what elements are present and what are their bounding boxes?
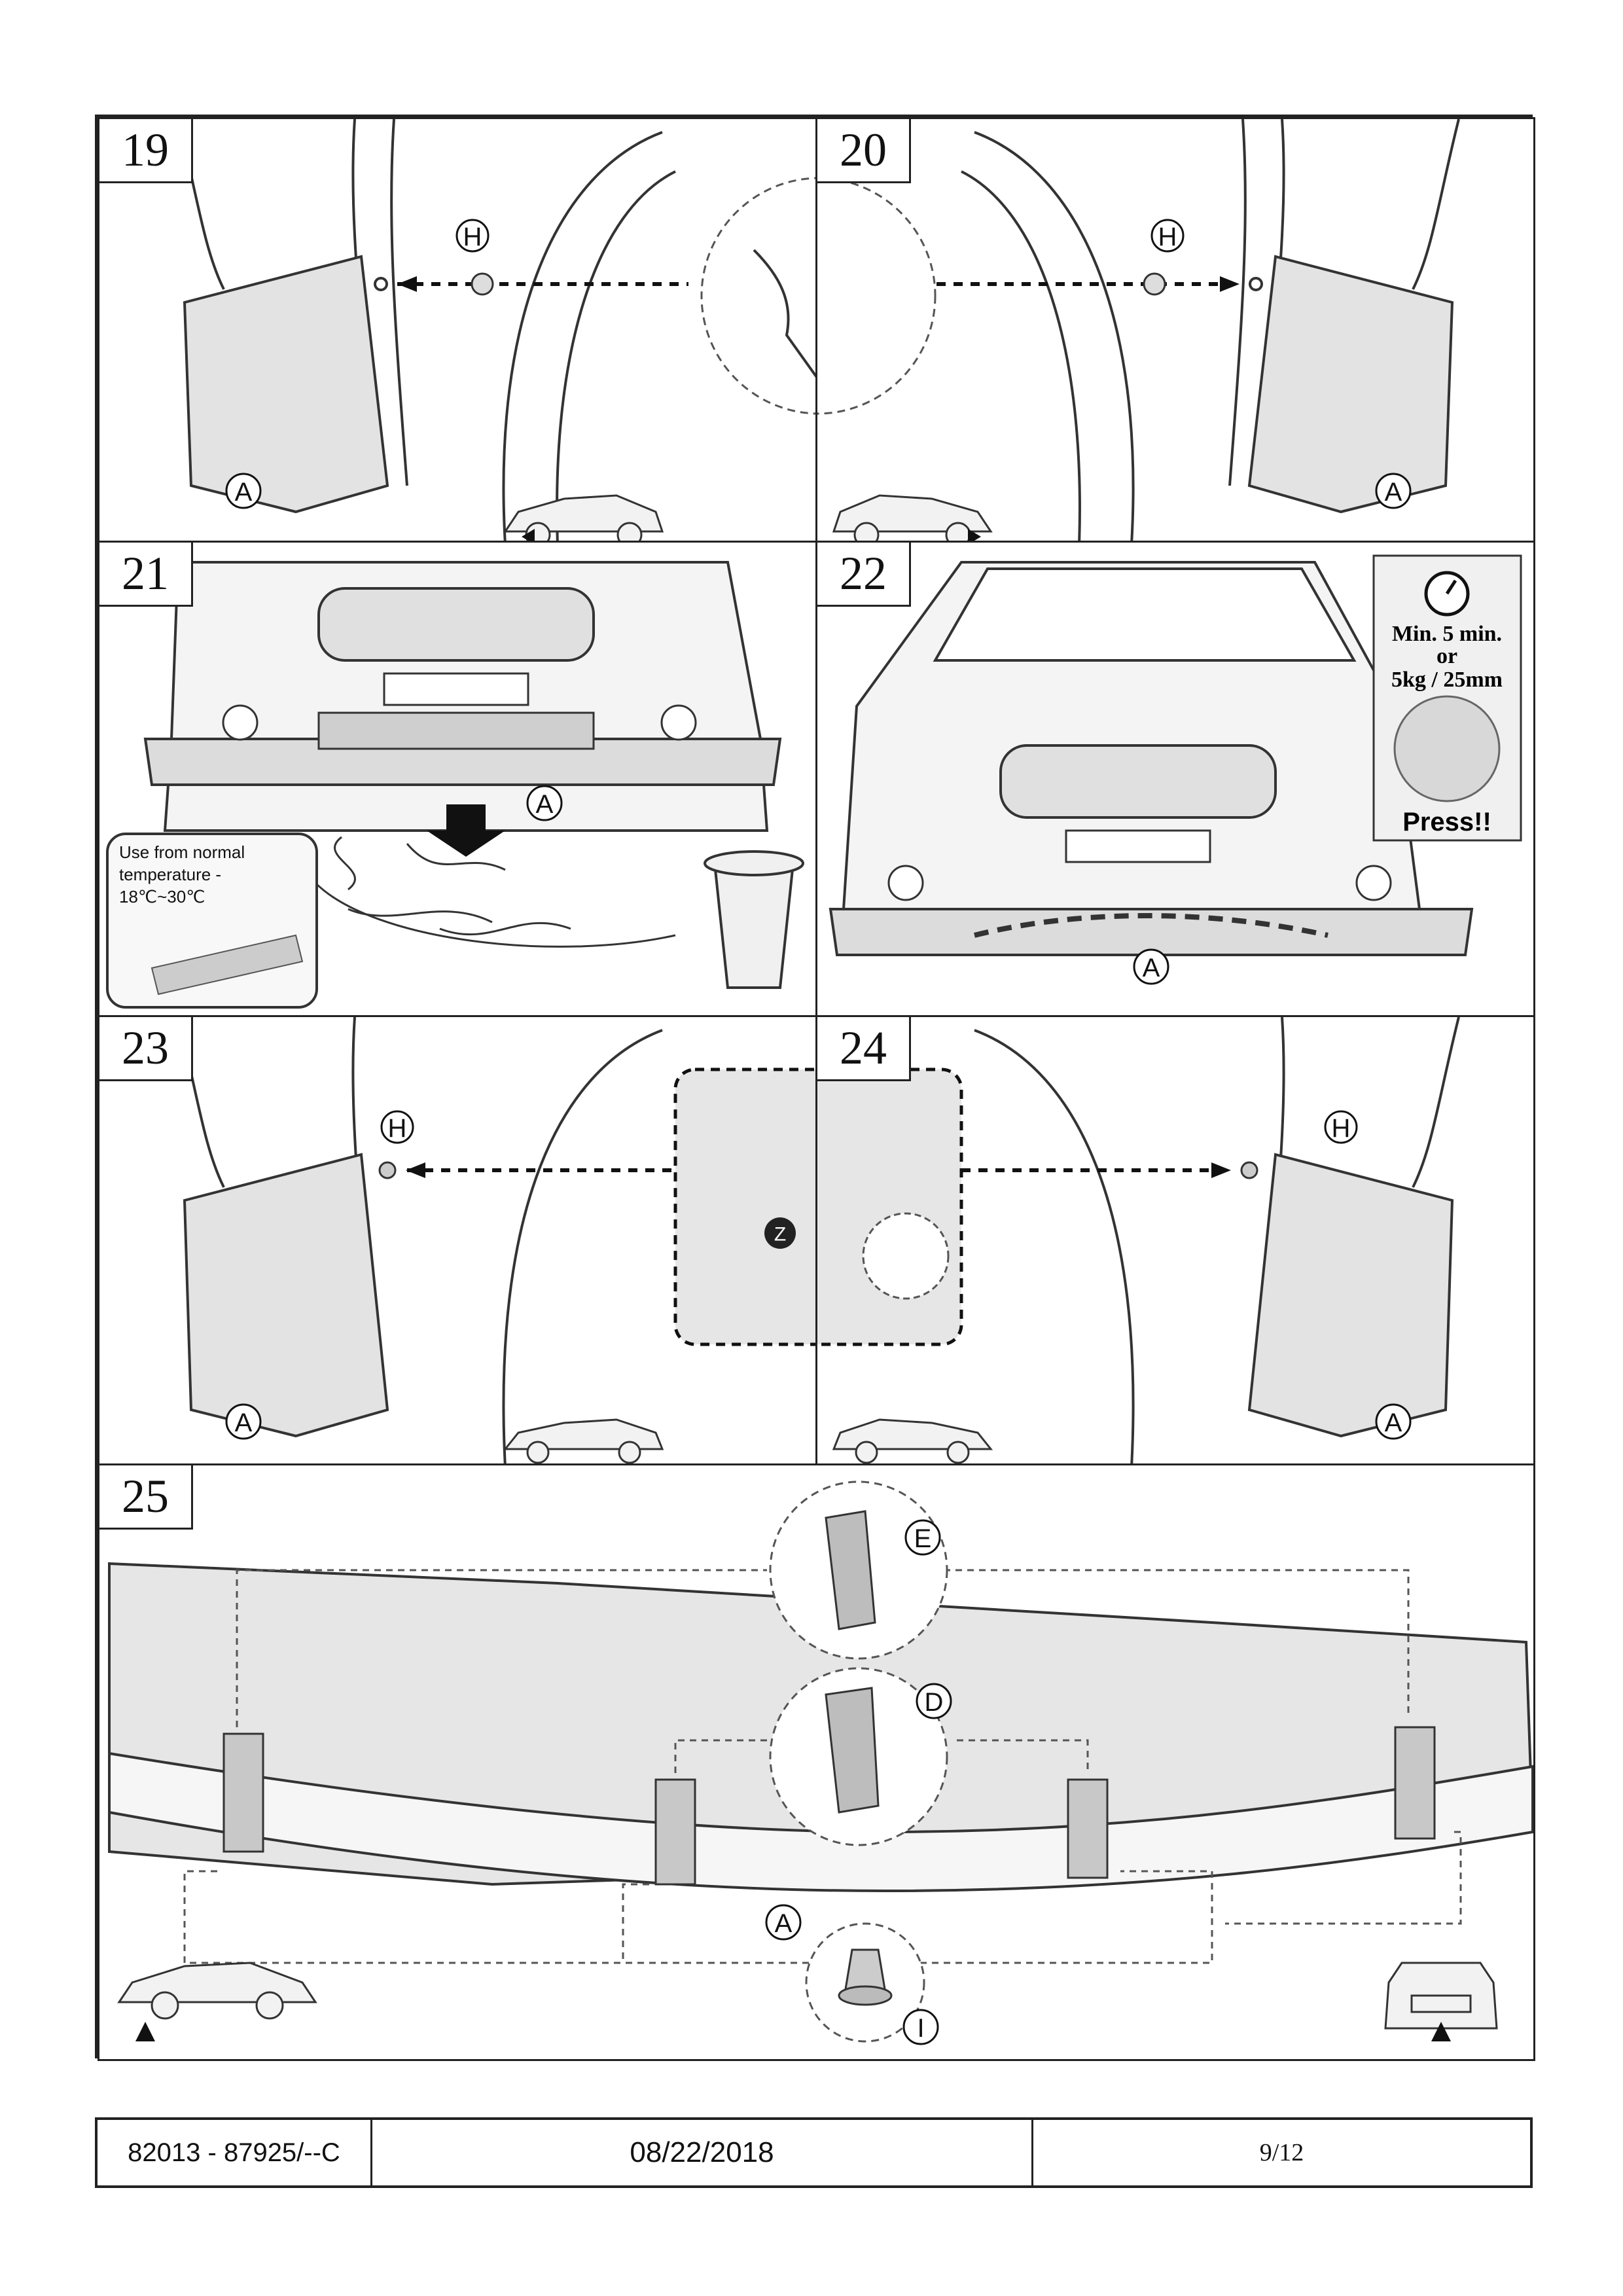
step-number: 24 [817, 1017, 911, 1081]
svg-text:A: A [235, 478, 253, 507]
part-callout-a: A [1375, 473, 1412, 509]
svg-text:A: A [1143, 954, 1160, 982]
svg-text:H: H [1332, 1114, 1351, 1143]
step-20-panel: 20 H [815, 117, 1535, 543]
svg-text:H: H [1158, 223, 1177, 251]
step-number: 19 [99, 119, 193, 183]
temperature-note: Use from normal temperature - 18℃~30℃ [119, 842, 245, 906]
step-number: 25 [99, 1465, 193, 1530]
svg-text:A: A [536, 790, 554, 819]
fastener-callout-h: H [1150, 219, 1185, 253]
step-23-illustration [177, 1017, 815, 1463]
fastener-callout-h: H [1324, 1110, 1358, 1144]
pressure-time-note: Min. 5 min. or 5kg / 25mm Press!! [1391, 622, 1503, 836]
part-callout-a: A [765, 1904, 802, 1941]
bracket-e-callout: E [904, 1519, 941, 1556]
step-20-illustration [817, 119, 1460, 541]
step-number: 23 [99, 1017, 193, 1081]
step-24-panel: 24 H A [815, 1015, 1535, 1465]
svg-text:H: H [463, 223, 482, 251]
svg-text:5kg / 25mm: 5kg / 25mm [1391, 668, 1503, 692]
step-number: 21 [99, 543, 193, 607]
bracket-d-callout: D [916, 1683, 952, 1719]
part-callout-a: A [1133, 948, 1169, 985]
step-21-illustration [106, 561, 804, 1009]
document-footer: 82013 - 87925/--C 08/22/2018 9/12 [95, 2117, 1533, 2188]
footer-code-cell: 82013 - 87925/--C [98, 2120, 370, 2185]
document-date: 08/22/2018 [630, 2136, 774, 2168]
part-callout-a: A [225, 1403, 262, 1440]
svg-text:Press!!: Press!! [1402, 808, 1491, 836]
svg-text:A: A [1385, 1408, 1402, 1437]
step-19-illustration [177, 119, 815, 541]
footer-page-cell: 9/12 [1031, 2120, 1530, 2185]
svg-text:Z: Z [774, 1224, 786, 1246]
svg-text:H: H [388, 1114, 407, 1143]
fastener-callout-h: H [455, 219, 490, 253]
step-25-panel: 25 [98, 1463, 1535, 2061]
step-22-illustration [829, 554, 1522, 956]
step-24-illustration [817, 1017, 1460, 1463]
svg-text:temperature -: temperature - [119, 865, 221, 884]
part-callout-a: A [526, 785, 563, 821]
instruction-grid: 19 H [95, 115, 1535, 2061]
clip-callout-i: I [902, 2009, 939, 2045]
svg-text:or: or [1436, 644, 1457, 668]
svg-text:Min. 5 min.: Min. 5 min. [1392, 622, 1502, 646]
step-number: 22 [817, 543, 911, 607]
svg-text:18℃~30℃: 18℃~30℃ [119, 887, 205, 906]
part-callout-a: A [225, 473, 262, 509]
part-callout-a: A [1375, 1403, 1412, 1440]
svg-text:Use from normal: Use from normal [119, 842, 245, 862]
step-25-illustration [108, 1480, 1533, 2043]
step-number: 20 [817, 119, 911, 183]
svg-text:D: D [925, 1688, 944, 1717]
svg-text:A: A [775, 1909, 793, 1938]
step-23-panel: 23 H Z [98, 1015, 817, 1465]
footer-date-cell: 08/22/2018 [370, 2120, 1031, 2185]
svg-text:I: I [917, 2014, 924, 2043]
svg-text:A: A [235, 1408, 253, 1437]
drill-tool-icon: Z [764, 1217, 796, 1249]
svg-text:A: A [1385, 478, 1402, 507]
svg-text:E: E [914, 1524, 932, 1553]
page-number: 9/12 [1259, 2139, 1304, 2166]
document-code: 82013 - 87925/--C [128, 2138, 340, 2167]
step-22-panel: 22 Min. 5 min. or 5kg / 25mm Press!! [815, 541, 1535, 1017]
fastener-callout-h: H [380, 1110, 414, 1144]
step-19-panel: 19 H [98, 117, 817, 543]
step-21-panel: 21 Use fr [98, 541, 817, 1017]
